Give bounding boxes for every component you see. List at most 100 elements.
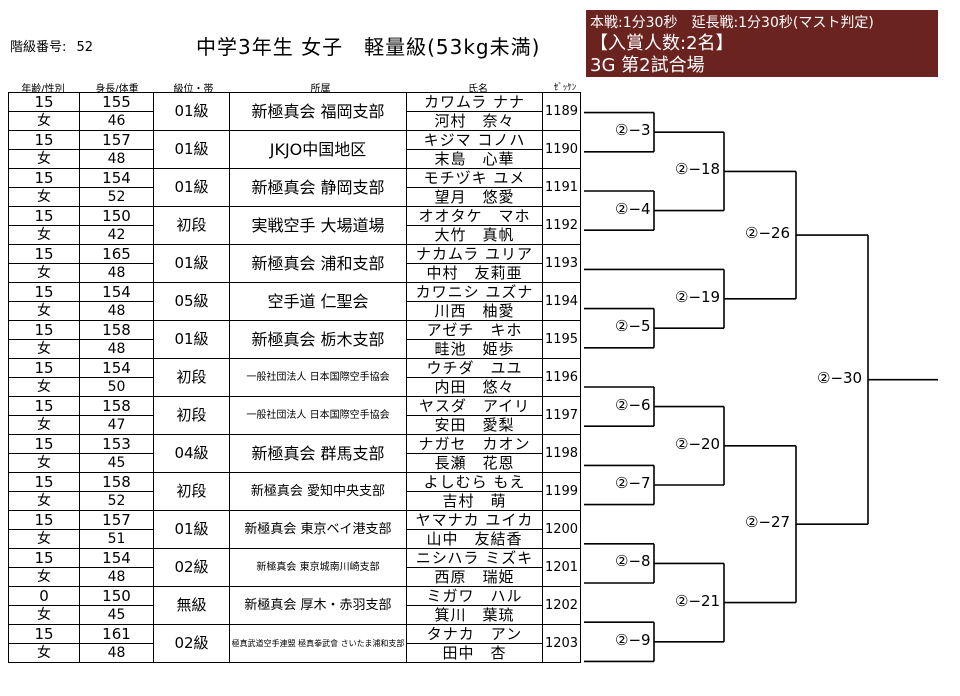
- competitor-sex: 女: [8, 643, 80, 663]
- bracket-match-label: ②−19: [674, 287, 722, 306]
- competitor-weight: 48: [79, 301, 154, 321]
- competitor-sex: 女: [8, 225, 80, 245]
- competitor-sex: 女: [8, 415, 80, 435]
- bracket-match-label: ②−6: [614, 395, 652, 414]
- competitor-zekken: 1200: [542, 510, 581, 549]
- competitor-affiliation: 空手道 仁聖会: [229, 282, 407, 321]
- bracket-match-label: ②−5: [614, 317, 652, 336]
- competitor-weight: 48: [79, 643, 154, 663]
- competitor-grade: 02級: [153, 624, 230, 663]
- competitor-weight: 51: [79, 529, 154, 549]
- competitor-affiliation: 実戦空手 大場道場: [229, 206, 407, 245]
- col-header-affiliation: 所属: [310, 84, 331, 95]
- competitor-affiliation: 新極真会 群馬支部: [229, 434, 407, 473]
- competitor-name-kanji: 安田 愛梨: [406, 415, 543, 435]
- competitor-name-kana: タナカ アン: [406, 624, 543, 644]
- competitor-weight: 48: [79, 567, 154, 587]
- bracket-match-label: ②−9: [614, 630, 652, 649]
- competitor-zekken: 1192: [542, 206, 581, 245]
- competitor-zekken: 1203: [542, 624, 581, 663]
- class-number-label: 階級番号:: [10, 40, 67, 55]
- match-time-rule: 本戦:1分30秒 延長戦:1分30秒(マスト判定): [590, 15, 874, 31]
- col-header-height-weight: 身長/体重: [95, 84, 139, 95]
- competitor-name-kanji: 箕川 葉琉: [406, 605, 543, 625]
- competitor-affiliation: 新極真会 栃木支部: [229, 320, 407, 359]
- competitor-zekken: 1194: [542, 282, 581, 321]
- competitor-affiliation: 新極真会 福岡支部: [229, 92, 407, 131]
- col-header-name: 氏名: [468, 84, 488, 95]
- competitor-affiliation: 一般社団法人 日本国際空手協会: [229, 358, 407, 397]
- competitor-affiliation: 新極真会 東京城南川崎支部: [229, 548, 407, 587]
- bracket-match-label: ②−18: [674, 160, 722, 179]
- competitor-zekken: 1190: [542, 130, 581, 169]
- competitor-zekken: 1198: [542, 434, 581, 473]
- competitor-height: 158: [79, 396, 154, 416]
- competitor-affiliation: 新極真会 浦和支部: [229, 244, 407, 283]
- competitor-sex: 女: [8, 263, 80, 283]
- competitor-weight: 48: [79, 149, 154, 169]
- competitor-zekken: 1196: [542, 358, 581, 397]
- competitor-name-kana: ナカムラ ユリア: [406, 244, 543, 264]
- competitor-grade: 初段: [153, 472, 230, 511]
- bracket-match-label: ②−7: [614, 474, 652, 492]
- competitor-name-kana: ナガセ カオン: [406, 434, 543, 454]
- bracket-match-label: ②−30: [816, 368, 864, 387]
- competitor-name-kanji: 中村 友莉亜: [406, 263, 543, 283]
- competitor-age: 15: [8, 92, 80, 112]
- competitor-name-kana: アゼチ キホ: [406, 320, 543, 340]
- competitor-height: 154: [79, 168, 154, 188]
- competitor-name-kana: ヤマナカ ユイカ: [406, 510, 543, 530]
- competitor-name-kanji: 川西 柚愛: [406, 301, 543, 321]
- division-title: 中学3年生 女子 軽量級(53kg未満): [196, 35, 541, 59]
- competitor-age: 15: [8, 206, 80, 226]
- bracket-match-label: ②−21: [674, 591, 722, 610]
- competitor-name-kanji: 畦池 姫歩: [406, 339, 543, 359]
- col-header-grade: 級位・帯: [173, 84, 214, 95]
- col-header-zekken: ｾﾞｯｹﾝ: [553, 83, 577, 93]
- bracket-match-label: ②−4: [614, 199, 652, 218]
- bracket-match-label: ②−3: [614, 121, 652, 140]
- competitor-name-kanji: 田中 杏: [406, 643, 543, 663]
- bracket-match-label: ②−26: [744, 224, 792, 243]
- competitor-zekken: 1199: [542, 472, 581, 511]
- competitor-zekken: 1195: [542, 320, 581, 359]
- competitor-grade: 初段: [153, 358, 230, 397]
- competitor-affiliation: 新極真会 東京ベイ港支部: [229, 510, 407, 549]
- competitor-weight: 42: [79, 225, 154, 245]
- competitor-name-kanji: 望月 悠愛: [406, 187, 543, 207]
- competitor-zekken: 1189: [542, 92, 581, 131]
- bracket-match-label: ②−20: [674, 434, 722, 453]
- competitor-grade: 01級: [153, 320, 230, 359]
- competitor-affiliation: 新極真会 静岡支部: [229, 168, 407, 207]
- competitor-height: 153: [79, 434, 154, 454]
- match-info-box: 本戦:1分30秒 延長戦:1分30秒(マスト判定) 【入賞人数:2名】 3G 第…: [586, 10, 938, 77]
- bracket-match-label: ②−8: [614, 552, 652, 571]
- competitor-name-kanji: 山中 友結香: [406, 529, 543, 549]
- competitor-age: 15: [8, 244, 80, 264]
- competitor-affiliation: 極真武道空手連盟 極真拳武會 さいたま浦和支部: [229, 624, 407, 663]
- competitor-name-kana: カワムラ ナナ: [406, 92, 543, 112]
- competitor-grade: 01級: [153, 168, 230, 207]
